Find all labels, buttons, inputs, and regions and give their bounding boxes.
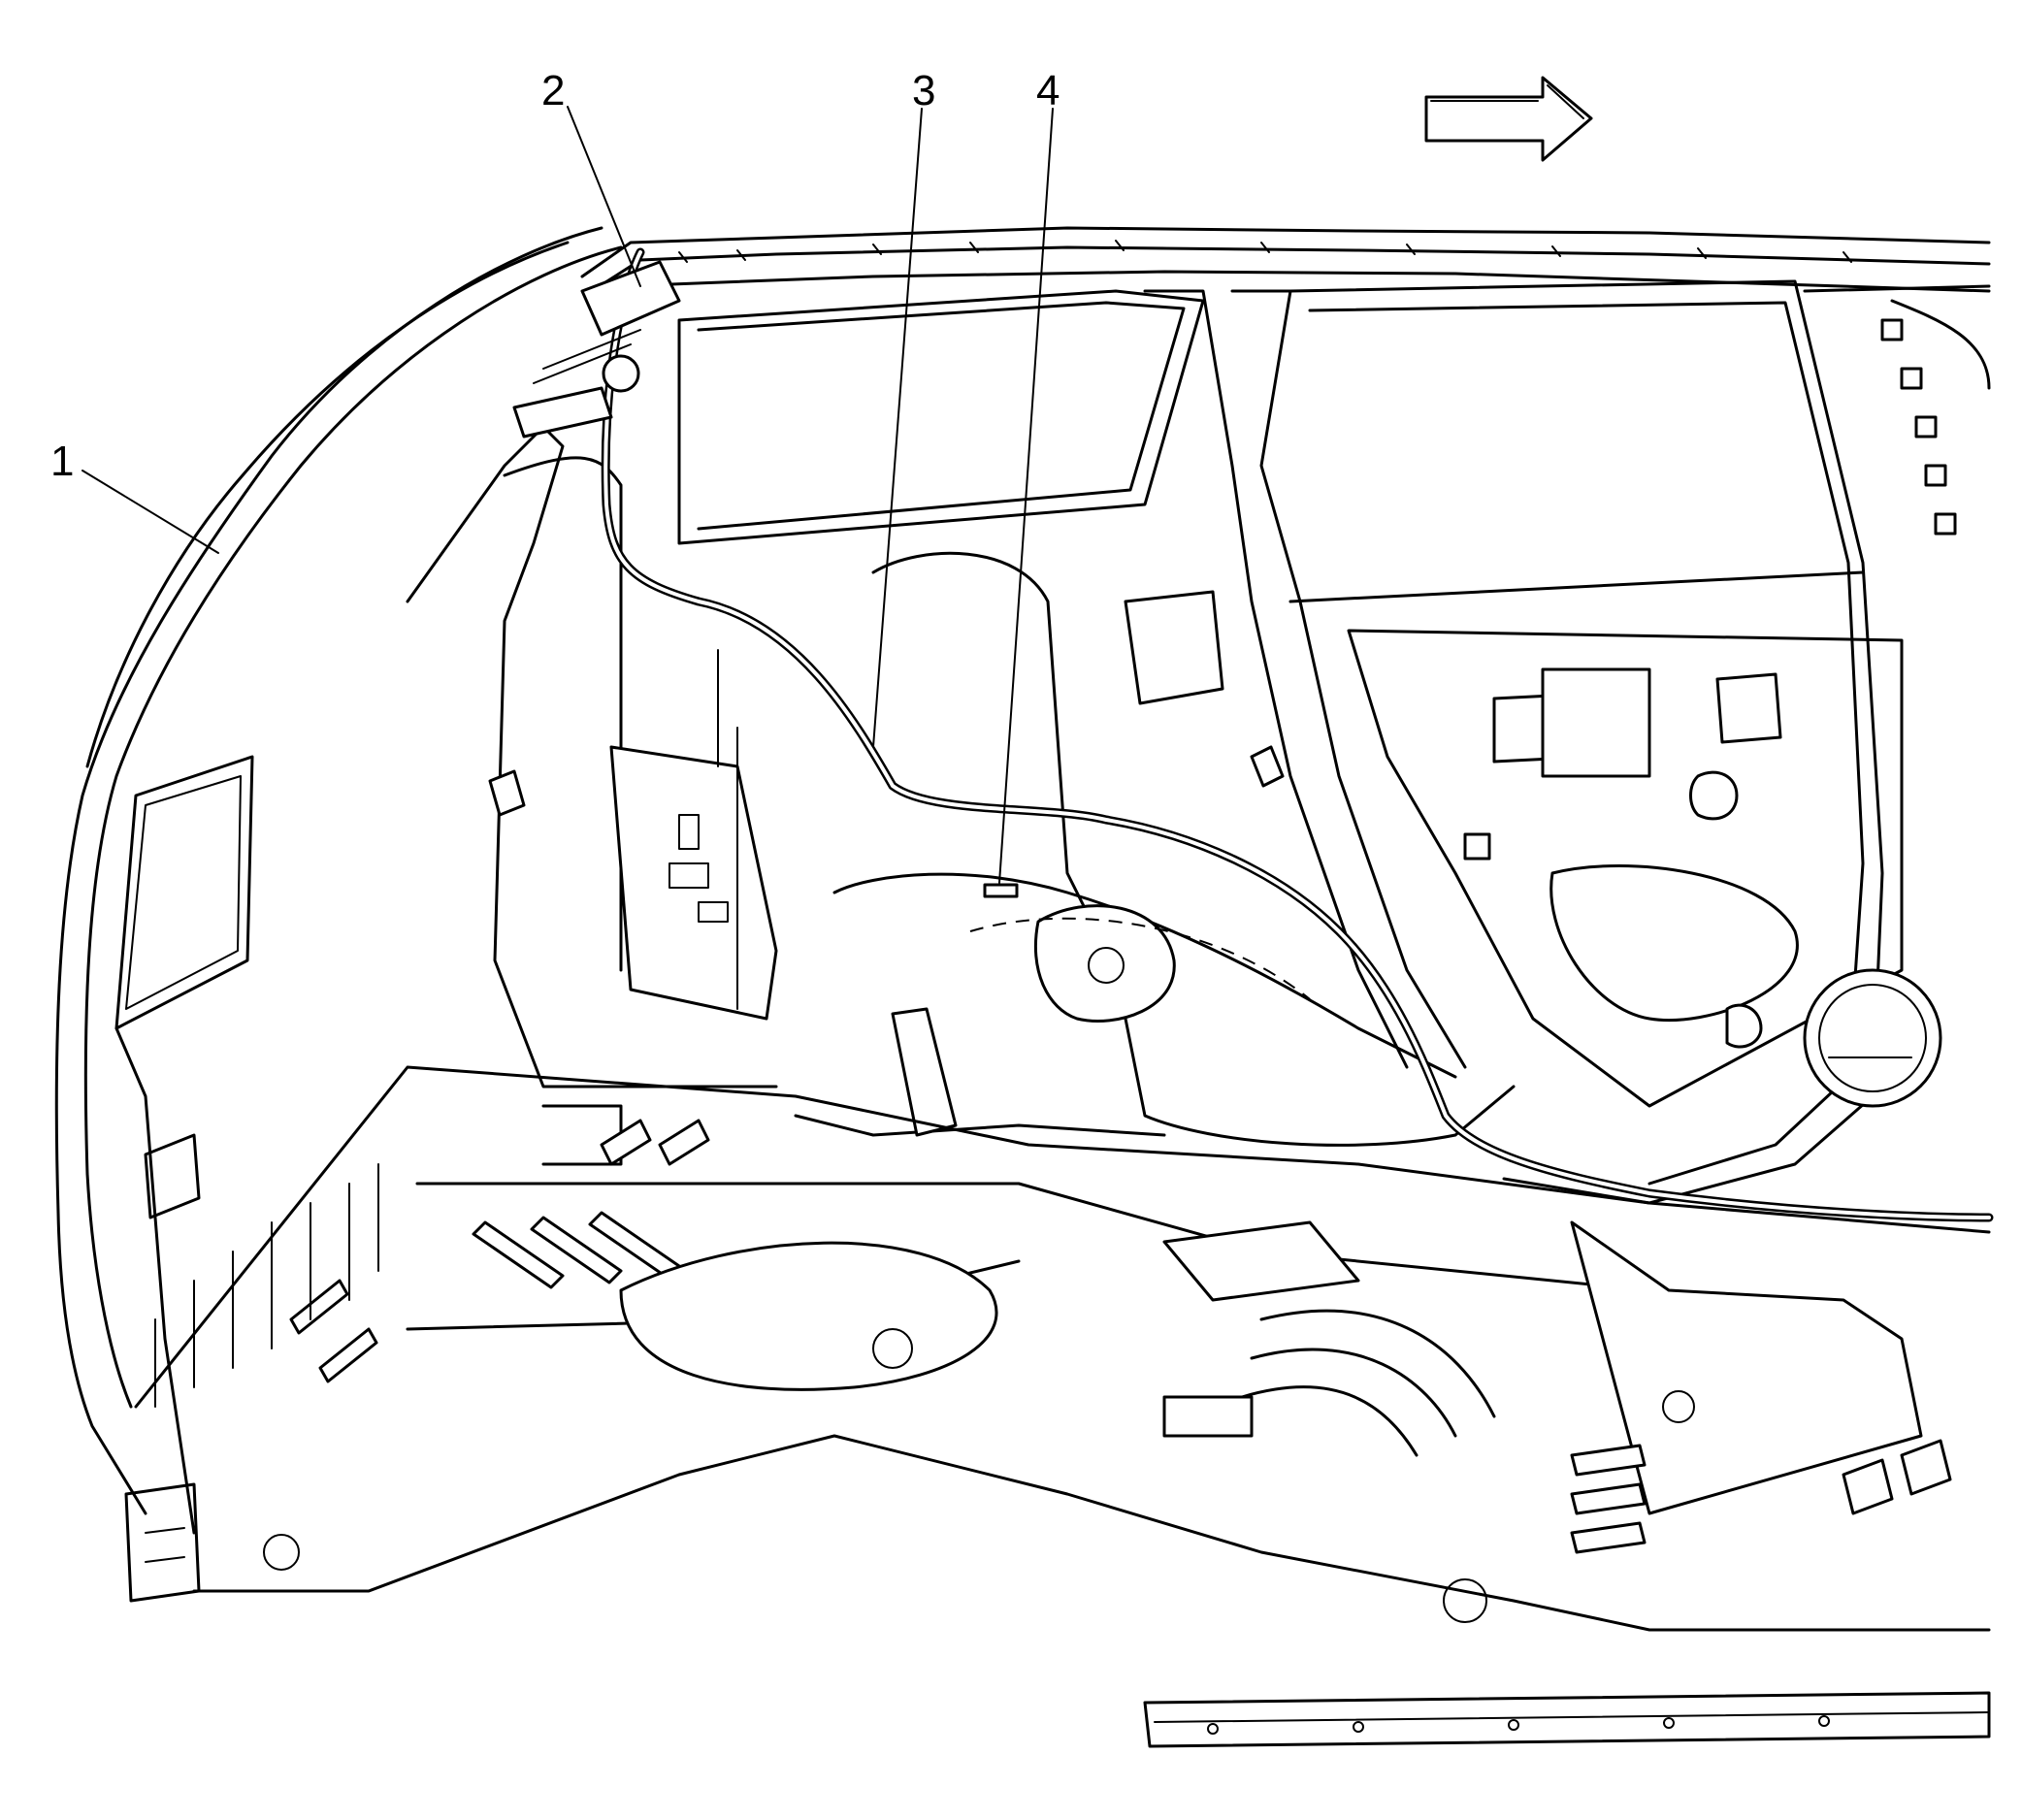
rocker-panel <box>1143 1691 1991 1748</box>
callout-4: 4 <box>1036 67 1060 114</box>
rear-wheelhouse <box>794 551 1516 1147</box>
rear-quarter-inner-panel <box>406 425 778 1166</box>
front-direction-arrow-icon <box>1424 76 1593 162</box>
callout-3: 3 <box>912 67 935 114</box>
callout-2: 2 <box>541 67 565 114</box>
front-door-partial <box>1803 284 1991 536</box>
body-side-panel <box>54 226 623 1603</box>
center-pillar <box>1124 289 1467 1069</box>
callout-1: 1 <box>50 438 74 485</box>
rear-window-opening <box>677 289 1205 545</box>
roof-rail-harness-clip <box>512 260 681 439</box>
floor-pan <box>134 1065 1991 1632</box>
leader-lines <box>82 106 1054 884</box>
rear-door <box>1288 279 1942 1205</box>
harness-retainer <box>983 883 1019 898</box>
wiring-harness <box>601 247 1994 1222</box>
